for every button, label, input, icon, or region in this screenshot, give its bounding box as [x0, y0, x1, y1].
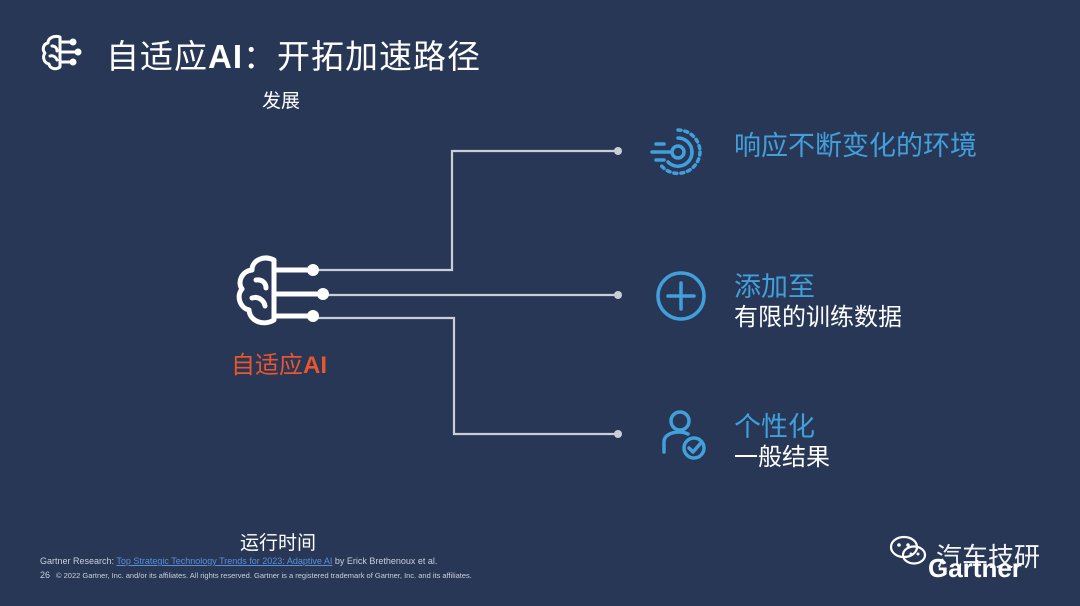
source-link[interactable]: Top Strategic Technology Trends for 2023…	[116, 556, 333, 566]
target-scan-icon	[650, 128, 702, 176]
copyright-line: 26© 2022 Gartner, Inc. and/or its affili…	[40, 570, 472, 580]
item-heading: 个性化	[734, 412, 815, 443]
item-heading: 响应不断变化的环境	[734, 131, 977, 162]
source-citation: Gartner Research: Top Strategic Technolo…	[40, 556, 438, 566]
development-label: 发展	[262, 90, 301, 112]
watermark-text: 汽车技研	[936, 543, 1041, 573]
runtime-label: 运行时间	[240, 532, 317, 554]
plus-circle-icon	[656, 271, 706, 321]
brain-circuit-icon	[41, 34, 82, 71]
wechat-icon	[889, 535, 927, 565]
center-label: 自适应AI	[231, 351, 327, 379]
item-subtext: 一般结果	[734, 443, 830, 471]
item-subtext: 有限的训练数据	[734, 303, 902, 331]
gartner-logo: Gartner	[928, 553, 1022, 583]
item-heading: 添加至	[734, 272, 815, 303]
page-number: 26	[40, 570, 51, 580]
center-brain-icon	[236, 255, 329, 326]
page-title: 自适应AI：开拓加速路径	[106, 37, 481, 76]
user-check-icon	[662, 410, 706, 460]
